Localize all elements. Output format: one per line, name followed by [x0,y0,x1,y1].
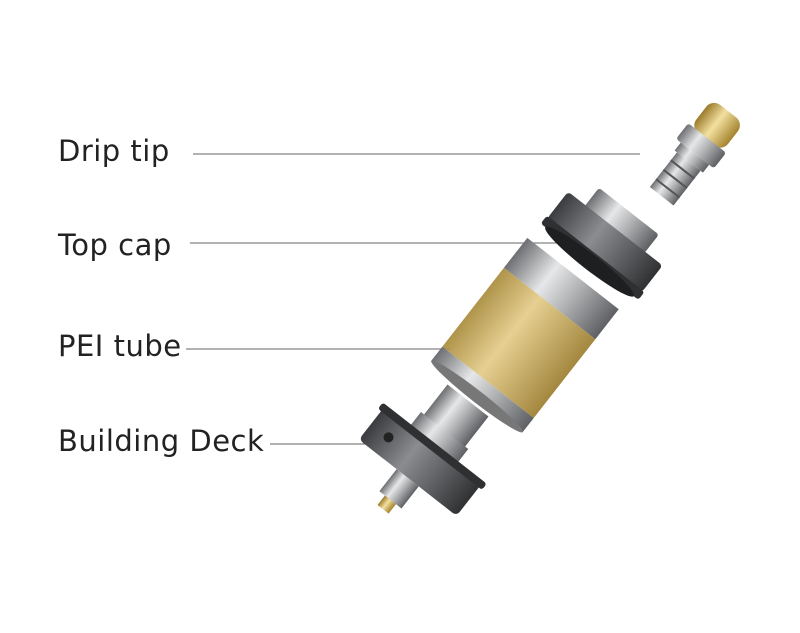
label-top-cap: Top cap [58,228,172,262]
pei-tube-part [431,237,619,433]
label-building-deck: Building Deck [58,424,265,458]
label-drip-tip: Drip tip [58,134,170,168]
label-pei-tube: PEI tube [58,329,182,363]
top-cap-part [541,189,662,299]
building-deck-part [360,384,489,514]
drip-tip-part [649,102,740,206]
